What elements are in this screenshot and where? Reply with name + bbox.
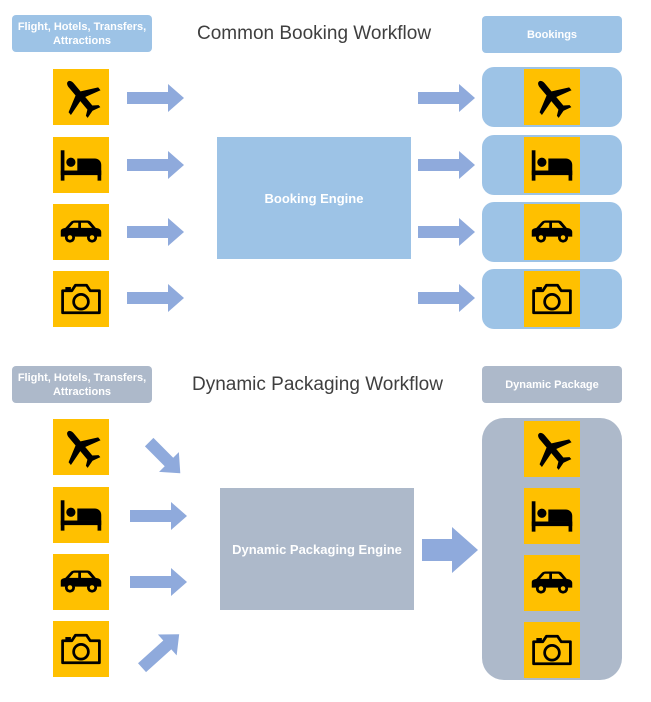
arrow-top-transfer-in [127,218,184,246]
arrow-bottom-package-out [422,527,478,573]
package-flight-tile [524,421,580,477]
bottom-attraction-tile [53,621,109,677]
arrow-top-hotel-in [127,151,184,179]
bottom-target-label: Dynamic Package [482,366,622,403]
booking-transfer-tile [524,204,580,260]
arrow-bottom-transfer-in [130,568,187,596]
booking-hotel-tile [524,137,580,193]
arrow-top-flight-out [418,84,475,112]
booking-engine-box: Booking Engine [217,137,411,259]
package-hotel-tile [524,488,580,544]
top-flight-tile [53,69,109,125]
bottom-hotel-tile [53,487,109,543]
top-attraction-tile [53,271,109,327]
bottom-flight-tile [53,419,109,475]
package-transfer-tile [524,555,580,611]
arrow-bottom-hotel-in [130,502,187,530]
dynamic-packaging-engine-box: Dynamic Packaging Engine [220,488,414,610]
arrow-bottom-attraction-in [138,634,180,673]
arrow-top-transfer-out [418,218,475,246]
arrow-bottom-flight-in [144,437,181,474]
package-attraction-tile [524,622,580,678]
bottom-transfer-tile [53,554,109,610]
booking-attraction-tile [524,271,580,327]
arrow-top-attraction-out [418,284,475,312]
top-workflow-title: Common Booking Workflow [197,23,432,44]
top-hotel-tile [53,137,109,193]
booking-flight-tile [524,69,580,125]
arrow-top-attraction-in [127,284,184,312]
arrow-top-flight-in [127,84,184,112]
top-transfer-tile [53,204,109,260]
bottom-source-label: Flight, Hotels, Transfers, Attractions [12,366,152,403]
arrow-top-hotel-out [418,151,475,179]
top-source-label: Flight, Hotels, Transfers, Attractions [12,15,152,52]
top-target-label: Bookings [482,16,622,53]
bottom-workflow-title: Dynamic Packaging Workflow [192,374,443,395]
